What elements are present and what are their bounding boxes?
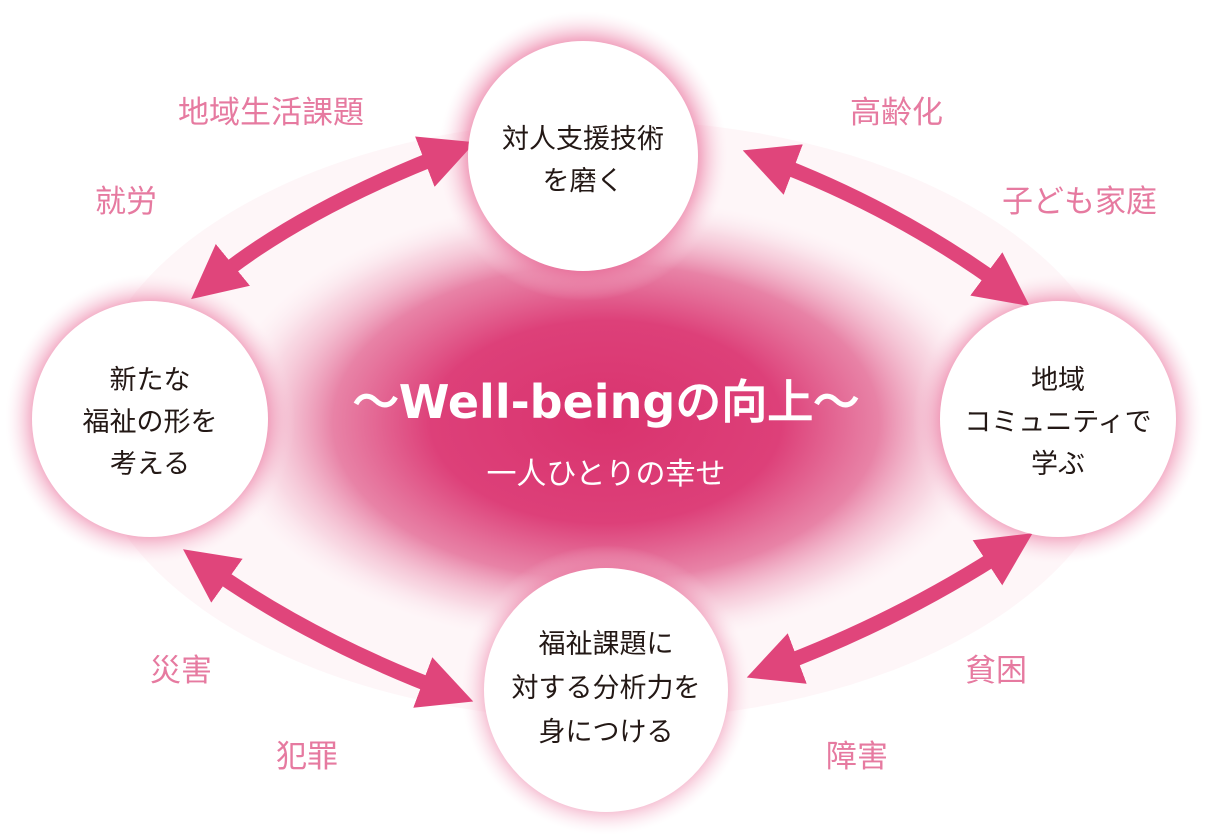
label-koreika: 高齢化 xyxy=(850,95,943,131)
double-arrow-lower-right xyxy=(746,533,1033,684)
label-chiiki-seikatsu-kadai: 地域生活課題 xyxy=(178,95,364,131)
right-circle-line-3: 学ぶ xyxy=(1031,449,1085,480)
bottom-circle xyxy=(484,568,728,812)
double-arrow-upper-left xyxy=(191,136,476,300)
top-circle-line-2: を磨く xyxy=(543,166,624,197)
center-subtitle: 一人ひとりの幸せ xyxy=(486,457,725,492)
right-circle-line-2: コミュニティで xyxy=(964,407,1151,438)
bottom-circle-line-3: 身につける xyxy=(539,717,674,748)
double-arrow-upper-right xyxy=(742,144,1030,307)
right-circle xyxy=(940,301,1176,537)
center-title: 〜Well-beingの向上〜 xyxy=(353,375,860,429)
label-hanzai: 犯罪 xyxy=(276,739,338,775)
bottom-circle-line-2: 対する分析力を xyxy=(512,673,701,704)
double-arrow-lower-left xyxy=(183,549,474,708)
left-circle-line-2: 福祉の形を xyxy=(83,407,218,438)
label-shuro: 就労 xyxy=(95,184,157,220)
top-circle xyxy=(468,41,698,271)
bottom-circle-line-1: 福祉課題に xyxy=(539,629,674,660)
label-hinkon: 貧困 xyxy=(965,653,1027,689)
top-circle-line-1: 対人支援技術 xyxy=(502,124,664,155)
label-saigai: 災害 xyxy=(150,653,212,689)
left-circle xyxy=(32,301,268,537)
left-circle-line-3: 考える xyxy=(110,449,190,480)
label-kodomo-katei: 子ども家庭 xyxy=(1002,184,1157,220)
left-circle-line-1: 新たな xyxy=(110,365,191,396)
right-circle-line-1: 地域 xyxy=(1031,365,1085,396)
label-shogai: 障害 xyxy=(826,739,888,775)
